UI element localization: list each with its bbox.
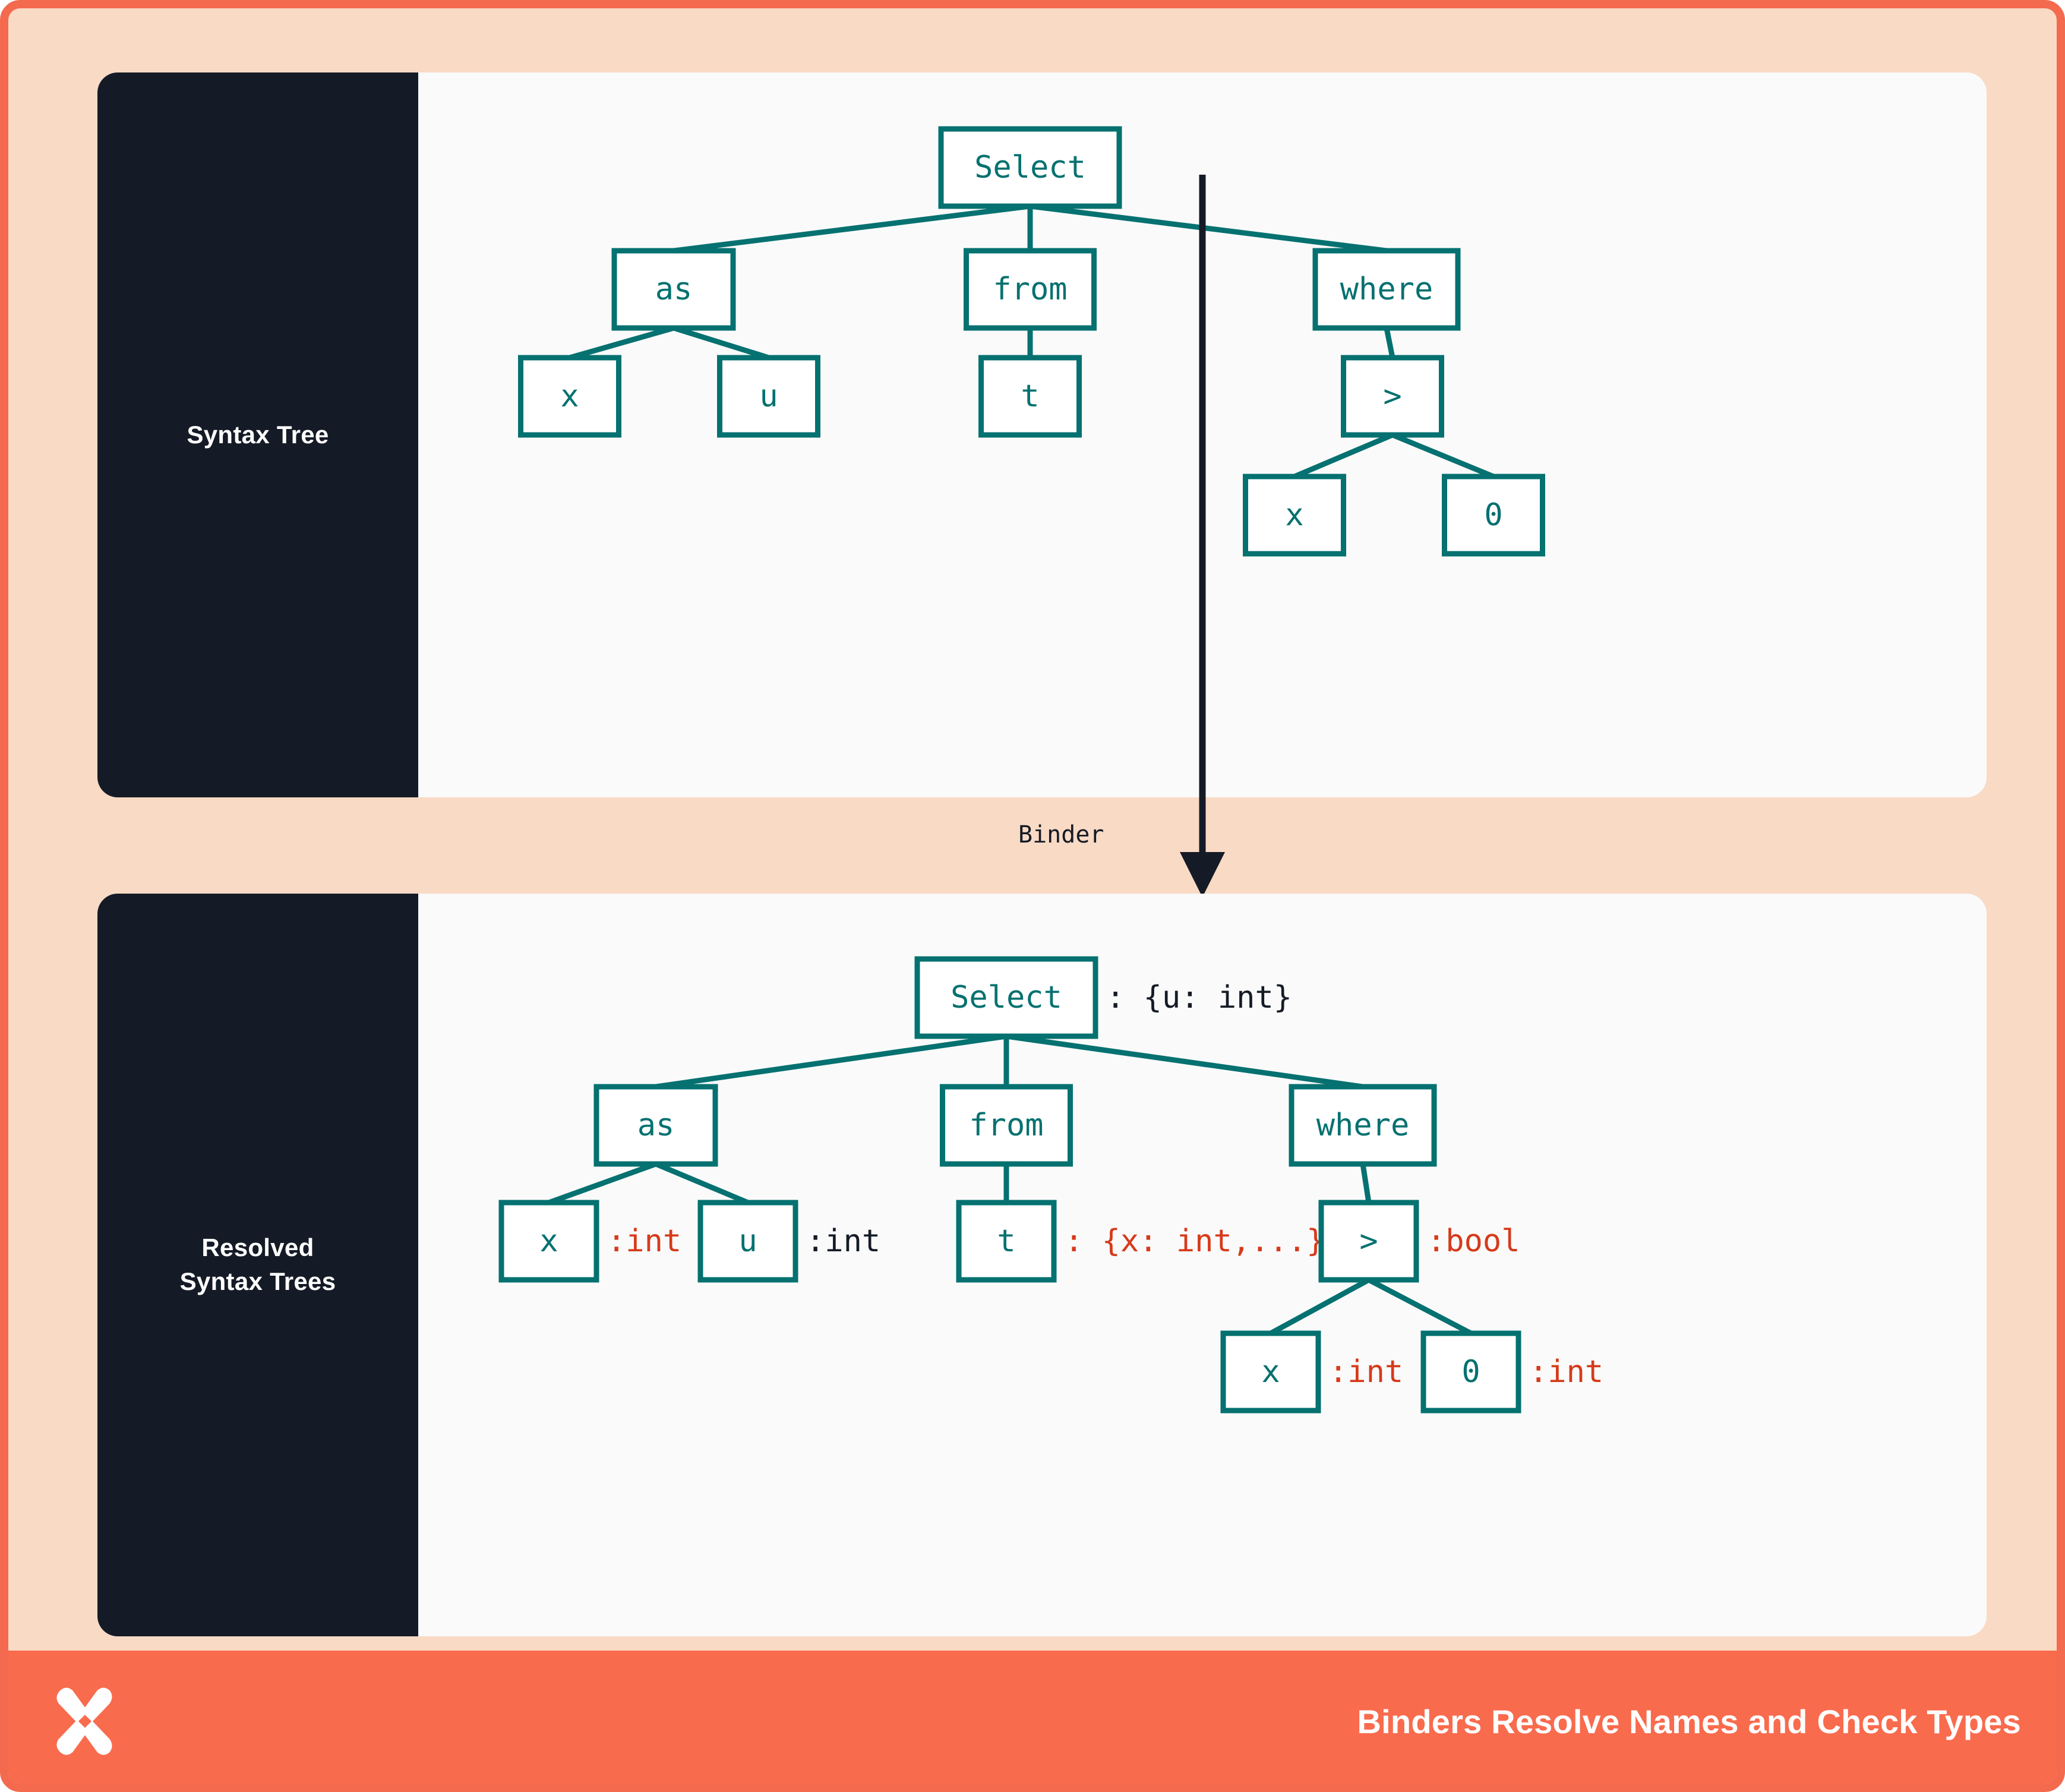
tree-node-box: [964, 248, 1097, 331]
tree-edge: [1391, 432, 1495, 479]
binder-label: Binder: [1018, 821, 1104, 848]
tree-node-label: from: [993, 272, 1067, 307]
tree-node-box: [978, 355, 1082, 438]
tree-node-type-annotation: :int: [1329, 1354, 1403, 1390]
panel-label-syntax-tree: Syntax Tree: [97, 72, 418, 797]
tree-node-box: [938, 126, 1122, 209]
tree-node[interactable]: Select : {u: int}: [914, 956, 1292, 1039]
tree-node[interactable]: x :int: [498, 1200, 681, 1283]
tree-node[interactable]: u: [717, 355, 820, 438]
tree-node-type-annotation: :int: [806, 1223, 880, 1259]
tree-node-type-annotation: :int: [607, 1223, 681, 1259]
resolved-syntax-tree-canvas: Select : {u: int} as from where x :int u :int t : …: [418, 894, 1987, 1636]
footer-caption: Binders Resolve Names and Check Types: [1357, 1702, 2021, 1740]
tree-node-label: where: [1340, 272, 1433, 307]
tree-node-box: [1220, 1330, 1321, 1414]
x-star-logo-icon: [56, 1687, 112, 1755]
tree-node[interactable]: x :int: [1220, 1330, 1403, 1414]
tree-node[interactable]: >: [1341, 355, 1444, 438]
tree-edge: [1293, 432, 1394, 479]
tree-edge: [1269, 1277, 1371, 1336]
tree-node[interactable]: from: [940, 1084, 1073, 1167]
tree-node-label: as: [637, 1108, 675, 1143]
tree-node[interactable]: x: [1243, 474, 1346, 557]
tree-node-box: [914, 956, 1098, 1039]
footer-bar: Binders Resolve Names and Check Types: [8, 1651, 2057, 1784]
tree-edge: [1384, 327, 1395, 358]
syntax-tree-graphic: Select as from where x u t > x 0: [518, 126, 1545, 557]
resolved-syntax-tree-graphic: Select : {u: int} as from where x :int u :int t : …: [498, 956, 1603, 1414]
down-arrow-icon: [1180, 175, 1225, 897]
tree-node-type-annotation: :int: [1529, 1354, 1603, 1390]
tree-node-box: [1420, 1330, 1521, 1414]
tree-node-label: t: [997, 1223, 1015, 1259]
tree-node-label: t: [1021, 378, 1039, 414]
tree-node[interactable]: x: [518, 355, 621, 438]
tree-node-box: [1442, 474, 1545, 557]
tree-node[interactable]: 0 :int: [1420, 1330, 1603, 1414]
tree-node-box: [1318, 1200, 1419, 1283]
tree-node-box: [498, 1200, 599, 1283]
brand-logo: [46, 1683, 124, 1760]
panel-syntax-tree: Syntax Tree Select as from where x u t > x 0: [97, 72, 1987, 797]
tree-edge: [569, 325, 675, 361]
tree-edge: [1360, 1163, 1372, 1203]
tree-node-label: u: [738, 1223, 757, 1259]
tree-node-label: x: [539, 1223, 558, 1259]
tree-node-label: Select: [974, 150, 1086, 185]
tree-node[interactable]: t: [978, 355, 1082, 438]
binder-connector: Binder: [1018, 175, 1434, 900]
tree-edge: [1030, 203, 1387, 254]
tree-node-type-annotation: : {x: int,...}: [1065, 1223, 1325, 1259]
tree-node-box: [940, 1084, 1073, 1167]
tree-node[interactable]: u :int: [697, 1200, 880, 1283]
tree-node-label: x: [560, 378, 579, 414]
tree-node-type-annotation: :bool: [1427, 1223, 1520, 1259]
tree-edge: [1367, 1277, 1473, 1336]
panel-label-text: Syntax Tree: [187, 420, 329, 449]
tree-node-label: as: [655, 272, 693, 307]
tree-node[interactable]: where: [1289, 1084, 1437, 1167]
tree-node[interactable]: > :bool: [1318, 1200, 1520, 1283]
tree-node-label: >: [1383, 378, 1401, 414]
tree-node[interactable]: Select: [938, 126, 1122, 209]
tree-node-label: u: [759, 378, 778, 414]
tree-node-box: [1243, 474, 1346, 557]
tree-node[interactable]: 0: [1442, 474, 1545, 557]
tree-node-box: [518, 355, 621, 438]
tree-node[interactable]: as: [593, 1084, 718, 1167]
tree-node-label: x: [1285, 497, 1303, 533]
tree-edge: [655, 1033, 1007, 1090]
tree-node-box: [717, 355, 820, 438]
tree-node-box: [697, 1200, 798, 1283]
tree-node-label: >: [1359, 1223, 1378, 1259]
tree-node-box: [1341, 355, 1444, 438]
tree-edge: [548, 1161, 657, 1206]
tree-node-label: 0: [1461, 1354, 1480, 1390]
tree-node-type-annotation: : {u: int}: [1106, 980, 1292, 1015]
tree-node-box: [956, 1200, 1057, 1283]
tree-node[interactable]: t : {x: int,...}: [956, 1200, 1325, 1283]
tree-node[interactable]: from: [964, 248, 1097, 331]
tree-node-label: Select: [951, 980, 1062, 1015]
tree-node-box: [1289, 1084, 1437, 1167]
tree-node-label: where: [1316, 1108, 1410, 1143]
tree-edge: [672, 325, 770, 361]
tree-node-label: from: [969, 1108, 1043, 1143]
tree-node-label: x: [1261, 1354, 1280, 1390]
tree-edge: [1006, 1033, 1363, 1090]
tree-node[interactable]: as: [611, 248, 736, 331]
tree-edge: [673, 203, 1031, 254]
tree-node-box: [611, 248, 736, 331]
tree-node-box: [1312, 248, 1461, 331]
tree-edge: [655, 1161, 749, 1206]
tree-node-box: [593, 1084, 718, 1167]
tree-node[interactable]: where: [1312, 248, 1461, 331]
tree-node-label: 0: [1484, 497, 1502, 533]
